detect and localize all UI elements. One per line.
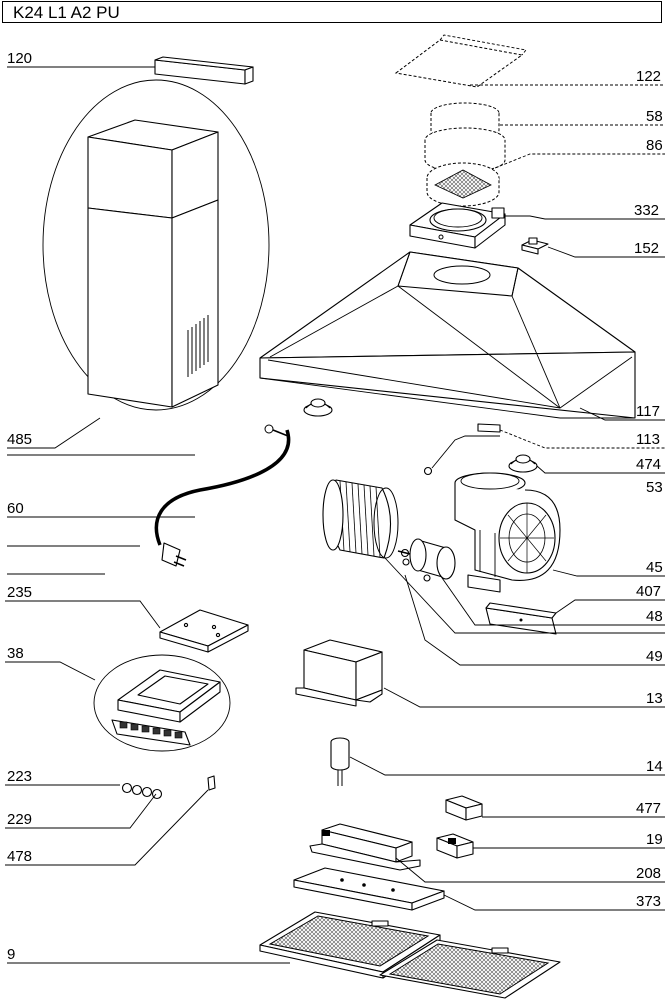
part-485-drawing [42, 79, 270, 411]
part-38-drawing [93, 654, 231, 752]
part-208-drawing [309, 823, 421, 871]
part-407-drawing [485, 602, 557, 635]
leader-lines [5, 66, 665, 964]
part-223-drawing [121, 782, 163, 800]
model-title-box: K24 L1 A2 PU [2, 1, 662, 23]
part-label-122: 122 [636, 68, 662, 85]
part-label-477: 477 [636, 800, 662, 817]
part-58-drawing [424, 102, 506, 173]
part-477-drawing [445, 795, 483, 821]
part-label-38: 38 [7, 645, 24, 662]
part-label-223: 223 [7, 768, 33, 785]
part-label-332: 332 [634, 202, 660, 219]
part-label-474: 474 [636, 456, 662, 473]
part-14-drawing [330, 737, 350, 786]
part-label-19: 19 [646, 831, 663, 848]
part-label-373: 373 [636, 893, 662, 910]
part-label-485: 485 [7, 431, 33, 448]
model-title: K24 L1 A2 PU [13, 3, 120, 22]
part-label-117: 117 [636, 403, 660, 420]
part-19-drawing [436, 833, 474, 859]
part-113-drawing [477, 423, 501, 433]
part-478-drawing [207, 775, 216, 791]
part-label-48: 48 [646, 608, 663, 625]
part-label-9: 9 [7, 946, 16, 963]
part-117-drawing [259, 251, 636, 419]
part-label-13: 13 [646, 690, 663, 707]
part-label-53: 53 [646, 479, 663, 496]
part-122-drawing [394, 34, 527, 88]
part-label-152: 152 [634, 240, 660, 257]
part-373-drawing [293, 867, 445, 911]
part-332-drawing [409, 202, 506, 249]
part-label-60: 60 [7, 500, 24, 517]
part-label-49: 49 [646, 648, 663, 665]
part-label-113: 113 [636, 431, 660, 448]
part-152-drawing [521, 237, 549, 255]
part-53-drawing [402, 466, 433, 582]
part-label-208: 208 [636, 865, 662, 882]
part-label-478: 478 [7, 848, 33, 865]
part-label-86: 86 [646, 137, 663, 154]
part-235-drawing [159, 609, 249, 653]
part-9-drawing [259, 911, 561, 999]
part-45-drawing [454, 472, 561, 593]
part-label-407: 407 [636, 583, 662, 600]
part-label-120: 120 [7, 50, 33, 67]
part-label-235: 235 [7, 584, 33, 601]
part-label-229: 229 [7, 811, 33, 828]
part-48-drawing [322, 479, 399, 559]
part-label-45: 45 [646, 559, 663, 576]
part-label-58: 58 [646, 108, 663, 125]
part-49-drawing [397, 538, 456, 580]
part-86-drawing [426, 162, 500, 207]
part-60-drawing [154, 424, 291, 567]
part-label-14: 14 [646, 758, 663, 775]
part-474-drawing [303, 398, 538, 473]
part-13-drawing [295, 639, 383, 707]
part-120-drawing [154, 56, 254, 85]
